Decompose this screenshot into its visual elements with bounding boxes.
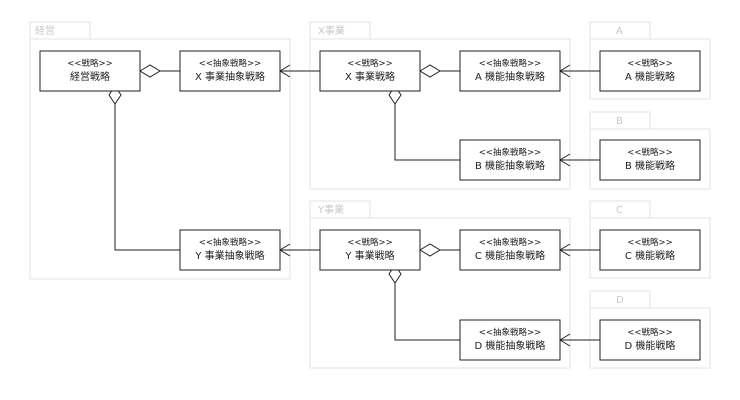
stereotype-label: <<戦略>> [347, 237, 393, 248]
class-x-abstract[interactable]: <<抽象戦略>> X 事業抽象戦略 [179, 50, 281, 92]
diamond-icon [419, 243, 441, 257]
package-label: C [616, 205, 623, 216]
diamond-icon [139, 64, 161, 78]
class-d-senryaku[interactable]: <<戦略>> D 機能戦略 [599, 319, 701, 361]
class-name: X 事業抽象戦略 [195, 70, 265, 83]
class-name: D 機能抽象戦略 [475, 339, 546, 352]
stereotype-label: <<抽象戦略>> [199, 237, 262, 248]
stereotype-label: <<戦略>> [347, 58, 393, 69]
package-label: A [616, 26, 623, 37]
class-c-senryaku[interactable]: <<戦略>> C 機能戦略 [599, 229, 701, 271]
class-y-senryaku[interactable]: <<戦略>> Y 事業戦略 [319, 229, 421, 271]
class-y-abstract[interactable]: <<抽象戦略>> Y 事業抽象戦略 [179, 229, 281, 271]
class-name: C 機能抽象戦略 [475, 249, 545, 262]
class-name: C 機能戦略 [625, 249, 675, 262]
composition-x-to-a-abstract [419, 64, 460, 78]
class-a-abstract[interactable]: <<抽象戦略>> A 機能抽象戦略 [459, 50, 561, 92]
class-name: D 機能戦略 [625, 339, 676, 352]
stereotype-label: <<戦略>> [67, 58, 113, 69]
stereotype-label: <<抽象戦略>> [199, 58, 262, 69]
class-name: A 機能抽象戦略 [475, 70, 545, 83]
class-name: 経営戦略 [70, 70, 110, 83]
stereotype-label: <<戦略>> [627, 237, 673, 248]
class-name: B 機能抽象戦略 [475, 159, 545, 172]
class-name: Y 事業抽象戦略 [194, 249, 264, 262]
class-name: Y 事業戦略 [344, 249, 394, 262]
class-keiei-senryaku[interactable]: <<戦略>> 経営戦略 [39, 50, 141, 92]
diamond-icon [419, 64, 441, 78]
stereotype-label: <<戦略>> [627, 147, 673, 158]
composition-keiei-to-x-abstract [139, 64, 180, 78]
package-label: D [616, 295, 624, 306]
class-a-senryaku[interactable]: <<戦略>> A 機能戦略 [599, 50, 701, 92]
stereotype-label: <<抽象戦略>> [479, 58, 542, 69]
class-name: A 機能戦略 [625, 70, 675, 83]
package-label: X事業 [318, 24, 345, 37]
stereotype-label: <<抽象戦略>> [479, 147, 542, 158]
package-label: 経営 [35, 24, 55, 37]
stereotype-label: <<抽象戦略>> [479, 327, 542, 338]
composition-y-to-c-abstract [419, 243, 460, 257]
class-name: X 事業戦略 [345, 70, 395, 83]
class-d-abstract[interactable]: <<抽象戦略>> D 機能抽象戦略 [459, 319, 561, 361]
class-c-abstract[interactable]: <<抽象戦略>> C 機能抽象戦略 [459, 229, 561, 271]
stereotype-label: <<抽象戦略>> [479, 237, 542, 248]
stereotype-label: <<戦略>> [627, 58, 673, 69]
class-x-senryaku[interactable]: <<戦略>> X 事業戦略 [319, 50, 421, 92]
class-b-senryaku[interactable]: <<戦略>> B 機能戦略 [599, 139, 701, 181]
class-b-abstract[interactable]: <<抽象戦略>> B 機能抽象戦略 [459, 139, 561, 181]
class-name: B 機能戦略 [625, 159, 675, 172]
package-label: B [616, 116, 623, 127]
stereotype-label: <<戦略>> [627, 327, 673, 338]
package-label: Y事業 [317, 203, 344, 216]
